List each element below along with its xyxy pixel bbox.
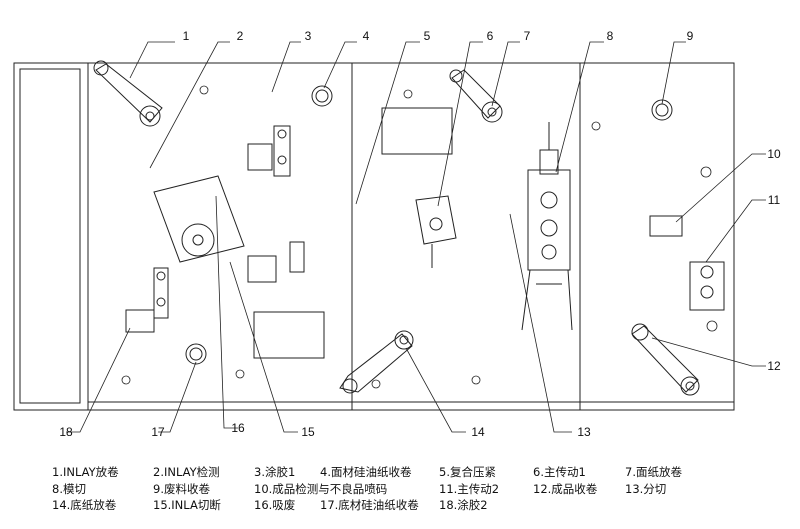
product-rewind-arm <box>631 323 700 396</box>
legend-item: 12.成品收卷 <box>533 481 598 496</box>
legend-item: 1.INLAY放卷 <box>52 465 119 479</box>
callout-13: 13 <box>577 425 591 439</box>
callout-2: 2 <box>237 29 244 43</box>
composite-press <box>415 195 457 268</box>
callout-17: 17 <box>151 425 165 439</box>
legend-item: 17.底材硅油纸收卷 <box>320 498 419 512</box>
callout-numbers: 1 2 3 4 5 6 7 8 9 10 11 12 13 14 15 16 1… <box>59 29 781 439</box>
coating-unit-2 <box>125 267 169 333</box>
legend-item: 9.废料收卷 <box>153 481 210 496</box>
legend-item: 16.吸废 <box>254 498 296 512</box>
paper-unwind-arm <box>449 69 503 123</box>
coating-unit-1 <box>247 125 291 177</box>
bottom-paper-arm <box>339 330 414 394</box>
legend-item: 15.INLA切断 <box>153 498 221 512</box>
legend-item: 13.分切 <box>625 481 667 496</box>
callout-7: 7 <box>524 29 531 43</box>
callout-10: 10 <box>767 147 781 161</box>
callout-15: 15 <box>301 425 315 439</box>
main-drive-housing <box>521 122 573 331</box>
callout-16: 16 <box>231 421 245 435</box>
legend-item: 14.底纸放卷 <box>52 498 117 512</box>
machine-drawing: 1 2 3 4 5 6 7 8 9 10 11 12 13 14 15 16 1… <box>13 29 781 439</box>
legend-row: 14.底纸放卷 15.INLA切断 16.吸废 17.底材硅油纸收卷 18.涂胶… <box>52 497 792 514</box>
callout-3: 3 <box>305 29 312 43</box>
callout-18: 18 <box>59 425 73 439</box>
leader-lines <box>66 41 766 433</box>
callout-8: 8 <box>607 29 614 43</box>
legend-item: 8.模切 <box>52 481 86 496</box>
left-cabinet <box>19 68 81 404</box>
callout-4: 4 <box>363 29 370 43</box>
waste-plate <box>253 311 325 359</box>
inlay-unwind-arm <box>93 60 163 127</box>
legend-item: 2.INLAY检测 <box>153 465 220 479</box>
die-cut-unit <box>153 175 245 263</box>
legend: 1.INLAY放卷 2.INLAY检测 3.涂胶1 4.面材硅油纸收卷 5.复合… <box>52 464 792 514</box>
callout-12: 12 <box>767 359 781 373</box>
silicone-paper-plate <box>381 107 453 155</box>
legend-row: 1.INLAY放卷 2.INLAY检测 3.涂胶1 4.面材硅油纸收卷 5.复合… <box>52 464 792 481</box>
inspection-unit <box>649 215 725 311</box>
legend-item: 10.成品检测与不良品喷码 <box>254 481 388 496</box>
callout-14: 14 <box>471 425 485 439</box>
legend-item: 7.面纸放卷 <box>625 465 682 479</box>
callout-5: 5 <box>424 29 431 43</box>
callout-9: 9 <box>687 29 694 43</box>
legend-row: 8.模切 9.废料收卷 10.成品检测与不良品喷码 11.主传动2 12.成品收… <box>52 481 792 498</box>
callout-6: 6 <box>487 29 494 43</box>
legend-item: 4.面材硅油纸收卷 <box>320 465 412 479</box>
legend-item: 3.涂胶1 <box>254 465 296 479</box>
machine-frame <box>13 62 735 411</box>
legend-item: 11.主传动2 <box>439 481 500 496</box>
legend-item: 5.复合压紧 <box>439 465 496 479</box>
callout-1: 1 <box>183 29 190 43</box>
callout-11: 11 <box>768 193 781 207</box>
legend-item: 18.涂胶2 <box>439 498 488 512</box>
rewind-unit <box>247 241 305 283</box>
roller <box>311 85 333 107</box>
roller <box>185 343 207 365</box>
legend-item: 6.主传动1 <box>533 465 586 479</box>
